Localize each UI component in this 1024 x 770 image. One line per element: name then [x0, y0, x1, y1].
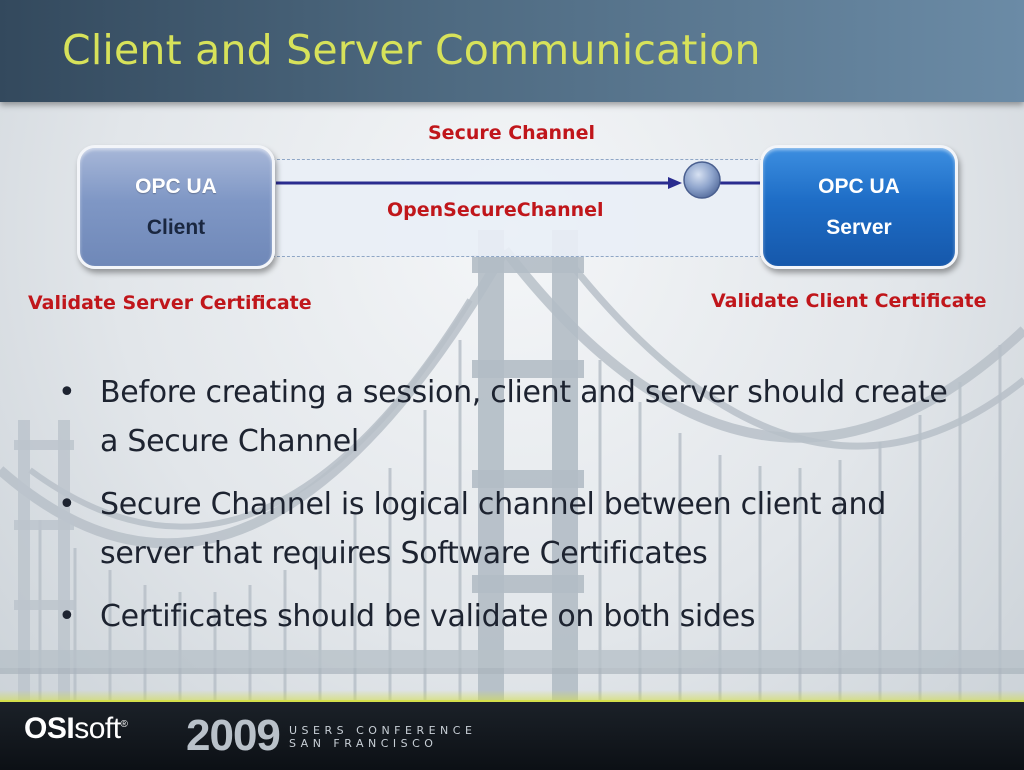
arrow-head [668, 177, 682, 189]
osisoft-logo: OSIsoft® [24, 712, 128, 746]
secure-channel-label: Secure Channel [428, 122, 595, 144]
footer-accent-line [0, 690, 1024, 700]
bullet-text: Secure Channel is logical channel betwee… [100, 487, 886, 571]
opc-ua-server-node: OPC UA Server [760, 145, 958, 269]
bullet-text: Certificates should be validate on both … [100, 599, 756, 634]
channel-endpoint-knob [683, 161, 721, 199]
conference-name: USERS CONFERENCE SAN FRANCISCO [289, 724, 476, 750]
conference-line2: SAN FRANCISCO [289, 737, 438, 750]
bullet-icon: • [58, 487, 76, 522]
title-bar: Client and Server Communication [0, 0, 1024, 102]
bullet-icon: • [58, 599, 76, 634]
client-line2: Client [146, 216, 206, 239]
footer-bar [0, 700, 1024, 770]
server-line2: Server [826, 216, 892, 239]
bridge-background-image [0, 230, 1024, 700]
open-secure-channel-label: OpenSecureChannel [387, 199, 604, 221]
validate-server-certificate-note: Validate Server Certificate [28, 292, 312, 314]
bullet-item: • Secure Channel is logical channel betw… [58, 480, 958, 578]
registered-mark: ® [120, 719, 128, 730]
bullet-item: • Certificates should be validate on bot… [58, 592, 958, 641]
client-line1: OPC UA [135, 175, 217, 198]
brand-light: soft [74, 712, 121, 745]
bullet-icon: • [58, 375, 76, 410]
slide-title: Client and Server Communication [62, 26, 761, 74]
conference-year: 2009 [186, 711, 281, 760]
bullet-list: • Before creating a session, client and … [58, 368, 958, 655]
validate-client-certificate-note: Validate Client Certificate [711, 290, 987, 312]
bullet-item: • Before creating a session, client and … [58, 368, 958, 466]
server-line1: OPC UA [818, 175, 900, 198]
bullet-text: Before creating a session, client and se… [100, 375, 948, 459]
opc-ua-client-node: OPC UA Client [77, 145, 275, 269]
brand-bold: OSI [24, 712, 75, 745]
conference-line1: USERS CONFERENCE [289, 724, 477, 737]
